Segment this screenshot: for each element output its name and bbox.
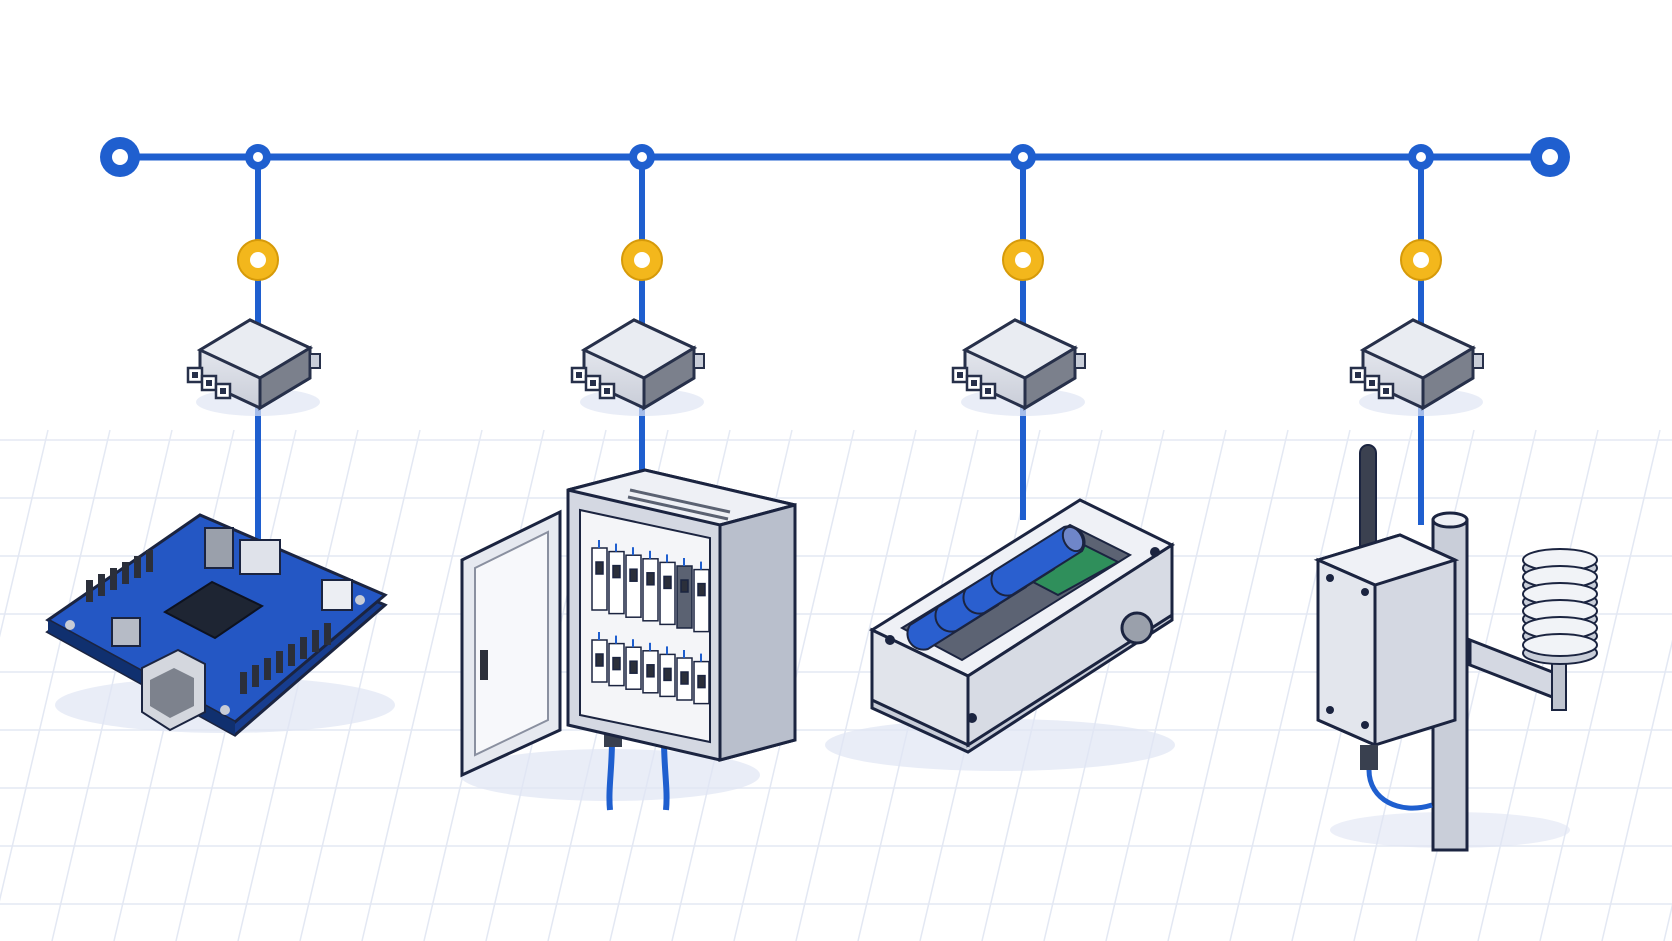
weather-station-icon	[1313, 444, 1598, 852]
status-node-hole	[250, 252, 266, 268]
bus-junction-hole	[1018, 152, 1028, 162]
junction-box-icon	[1349, 318, 1484, 416]
breaker-panel-icon	[460, 468, 797, 811]
drop-3	[951, 144, 1086, 520]
junction-box-icon	[951, 318, 1086, 416]
data-bus	[100, 137, 1570, 177]
bus-junction-hole	[637, 152, 647, 162]
status-node-hole	[634, 252, 650, 268]
battery-pack-icon	[825, 498, 1176, 771]
drop-4	[1349, 144, 1484, 525]
device-drops	[186, 144, 1484, 540]
junction-box-icon	[186, 318, 321, 416]
status-node-hole	[1413, 252, 1429, 268]
drop-1	[186, 144, 321, 540]
battery-cell-icon	[990, 525, 1086, 597]
bus-terminal-left-hole	[112, 149, 128, 165]
drop-2	[570, 144, 705, 480]
bus-terminal-right-hole	[1542, 149, 1558, 165]
bus-junction-hole	[253, 152, 263, 162]
junction-box-icon	[570, 318, 705, 416]
pcb-board-icon	[45, 513, 395, 737]
bus-junction-hole	[1416, 152, 1426, 162]
status-node-hole	[1015, 252, 1031, 268]
